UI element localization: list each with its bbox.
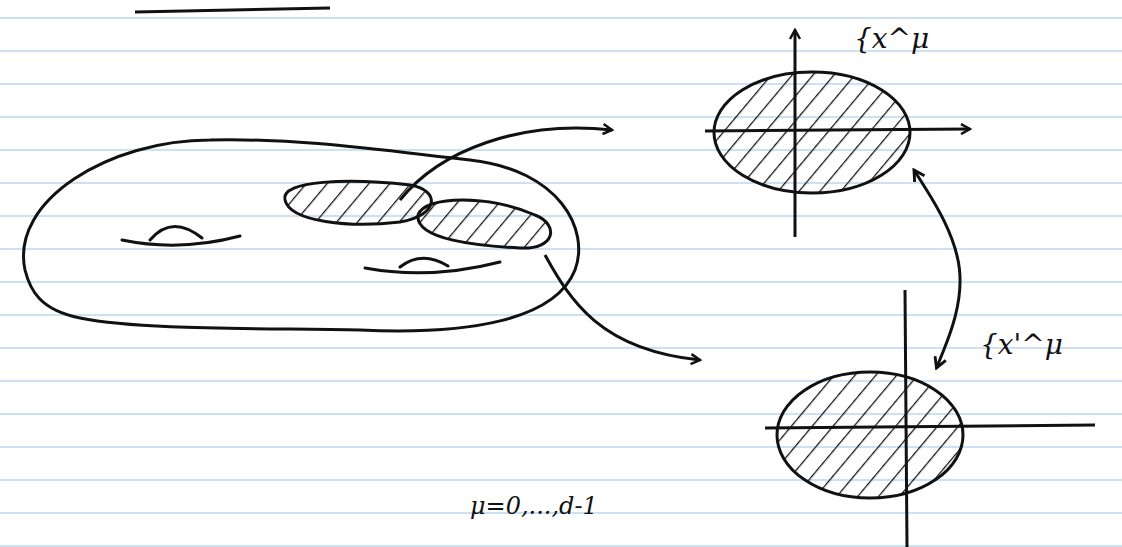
chart-disc: {x^μ bbox=[712, 70, 912, 195]
map-arrows bbox=[400, 128, 700, 360]
chart-disc-outline bbox=[712, 70, 912, 195]
coordinate-axes bbox=[705, 30, 1095, 547]
chart-disc-outline bbox=[775, 370, 965, 500]
manifold bbox=[23, 140, 578, 331]
chart-patches bbox=[285, 181, 551, 248]
coordinate-label: {x^μ bbox=[854, 22, 929, 55]
index-range-note: μ=0,...,d-1 bbox=[470, 492, 598, 520]
coordinate-label: {x'^μ bbox=[980, 328, 1063, 361]
top-stroke bbox=[135, 8, 330, 12]
ruled-lines bbox=[0, 18, 1122, 546]
transition-arrow bbox=[914, 170, 960, 368]
chart-disc: {x'^μ bbox=[775, 370, 965, 500]
